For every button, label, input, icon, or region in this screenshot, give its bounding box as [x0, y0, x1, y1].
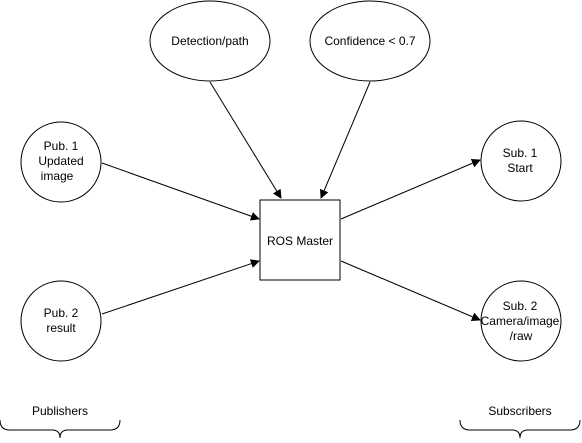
edges [101, 81, 481, 321]
group-subscribers-label: Subscribers [488, 404, 551, 418]
node-subscriber-1-label-line-2: Start [507, 161, 533, 175]
node-publisher-1-label-line-3: image [41, 169, 74, 183]
node-publisher-2-label-line-1: Pub. 2 [44, 306, 79, 320]
node-subscriber-2-label-line-1: Sub. 2 [503, 299, 538, 313]
subscribers-curly-brace [459, 419, 581, 439]
edge-master-to-sub1 [340, 159, 481, 220]
node-subscriber-2-label-line-2: Camera/image [481, 314, 560, 328]
node-confidence: Confidence < 0.7 [309, 0, 431, 82]
node-ros-master: ROS Master [259, 199, 341, 281]
edge-pub1-to-master [101, 162, 260, 221]
node-subscriber-1: Sub. 1 Start [480, 120, 562, 202]
node-publisher-1-label-line-1: Pub. 1 [44, 139, 79, 153]
node-subscriber-2-label-line-3: /raw [510, 329, 533, 343]
node-subscriber-1-label-line-1: Sub. 1 [503, 146, 538, 160]
node-publisher-1-label-line-2: Updated [38, 154, 83, 168]
edge-master-to-sub2 [340, 260, 481, 321]
group-publishers-label: Publishers [32, 404, 88, 418]
publishers-curly-brace [0, 419, 121, 439]
edge-pub2-to-master [101, 259, 260, 315]
edge-detection-to-master [209, 81, 282, 199]
node-detection-path: Detection/path [149, 0, 271, 82]
node-ros-master-label: ROS Master [267, 234, 333, 248]
group-subscribers: Subscribers [459, 404, 581, 439]
node-publisher-2-label-line-2: result [46, 321, 76, 335]
node-publisher-1: Pub. 1 Updated image [20, 121, 102, 203]
group-publishers: Publishers [0, 404, 121, 439]
node-detection-path-label: Detection/path [171, 34, 248, 48]
node-confidence-label: Confidence < 0.7 [324, 34, 415, 48]
node-subscriber-2: Sub. 2 Camera/image /raw [480, 280, 562, 362]
node-publisher-2: Pub. 2 result [20, 280, 102, 362]
edge-confidence-to-master [320, 81, 371, 199]
